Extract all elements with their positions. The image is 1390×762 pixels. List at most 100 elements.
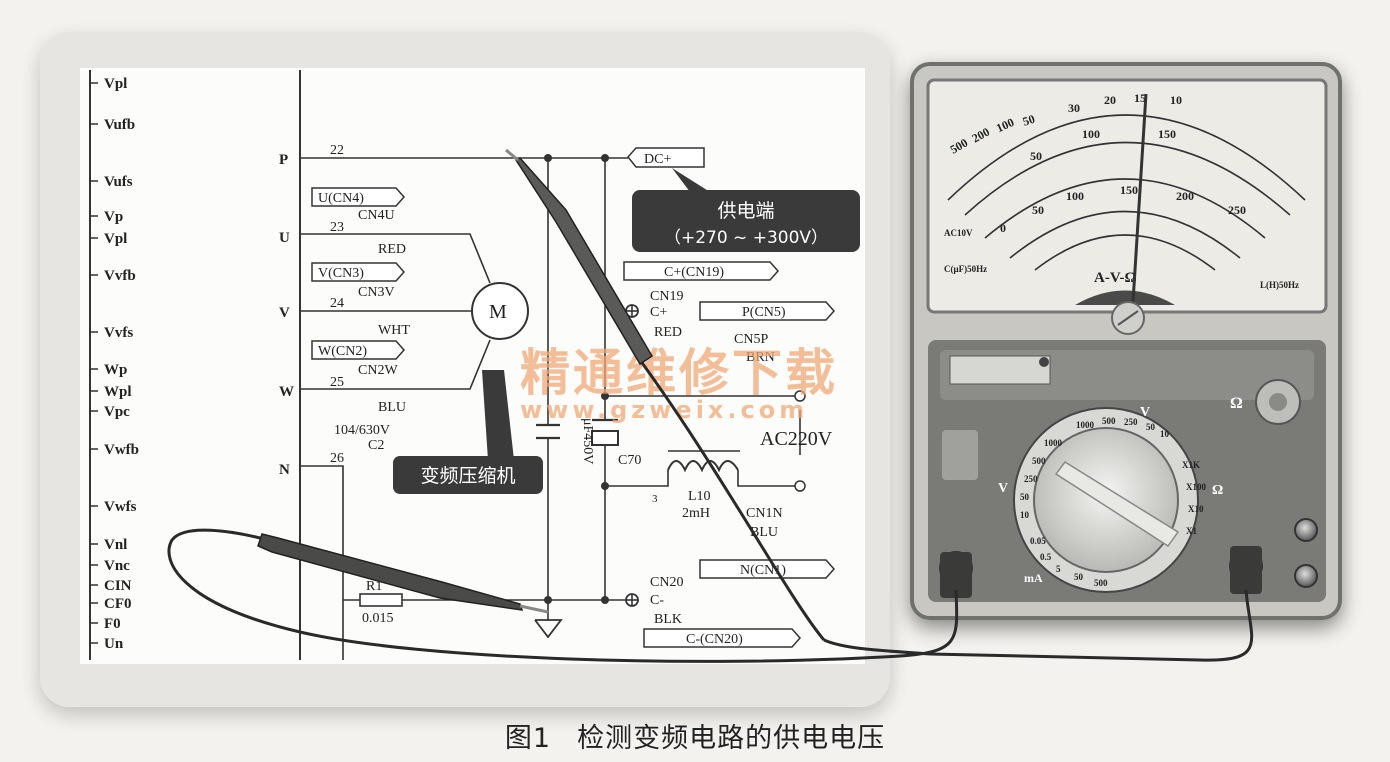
meter-needle xyxy=(1131,93,1148,303)
label-brn: BRN xyxy=(746,350,775,365)
label-cn4u: CN4U xyxy=(358,208,395,223)
red-probe[interactable] xyxy=(514,157,654,366)
label-red: RED xyxy=(378,242,406,257)
label-cn20: CN20 xyxy=(650,575,683,590)
dial-ma-label: 500 xyxy=(1094,578,1108,588)
label-l10-pin: 3 xyxy=(652,493,658,505)
pin-label: Vufb xyxy=(104,117,135,133)
multimeter: 30 20 15 10 500 200 100 50 100 150 50 0 … xyxy=(910,62,1342,620)
label-l-scale: L(H)50Hz xyxy=(1260,280,1299,290)
label-red2: RED xyxy=(654,325,682,340)
scale-top-label: 15 xyxy=(1134,91,1146,105)
pin-label: Vpl xyxy=(104,76,127,92)
label-wht: WHT xyxy=(378,323,410,338)
compressor-callout: 变频压缩机 xyxy=(393,370,543,494)
tag-w-cn2: W(CN2) xyxy=(318,344,367,359)
tag-p-cn5: P(CN5) xyxy=(742,305,786,320)
pin-label: Vufs xyxy=(104,174,133,190)
label-ac10v: AC10V xyxy=(944,228,973,238)
compressor-callout-label: 变频压缩机 xyxy=(420,465,515,487)
scale-acv-label: 150 xyxy=(1120,183,1138,197)
dial-ma-label: 5 xyxy=(1056,564,1061,574)
dial-ohm-label: X1K xyxy=(1182,460,1200,470)
dial-ma-marker: mA xyxy=(1024,571,1043,585)
supply-callout: 供电端 （+270 ~ +300V） xyxy=(632,168,860,252)
label-blk: BLK xyxy=(654,612,682,627)
scale-acv-label: 50 xyxy=(1032,203,1044,217)
label-c-plus: C+ xyxy=(650,305,667,320)
figure-number: 图1 xyxy=(504,723,552,754)
pin-number: 22 xyxy=(330,143,344,158)
ohm-adjust-symbol: Ω xyxy=(1230,395,1243,412)
tag-dc-plus: DC+ xyxy=(644,152,671,167)
dial-v-left-label: 10 xyxy=(1020,510,1030,520)
label-cn5p: CN5P xyxy=(734,332,768,347)
label-ac220v: AC220V xyxy=(760,428,833,450)
label-cn19: CN19 xyxy=(650,289,683,304)
pin-label: Vvfb xyxy=(104,268,136,284)
pin-label: Vwfb xyxy=(104,442,139,458)
label-l10: L10 xyxy=(688,489,711,504)
tag-u-cn4: U(CN4) xyxy=(318,191,364,206)
label-cn2w: CN2W xyxy=(358,363,398,378)
pin-p: P xyxy=(279,152,288,168)
aux-jack[interactable] xyxy=(1294,564,1318,588)
dial-v-left-label: 1000 xyxy=(1044,438,1063,448)
scale-top-label: 30 xyxy=(1068,101,1080,115)
dial-ma-label: 50 xyxy=(1074,572,1084,582)
pin-label: Vwfs xyxy=(104,499,137,515)
pin-label: Vpc xyxy=(104,404,130,420)
tag-c-plus-cn19: C+(CN19) xyxy=(664,265,724,280)
range-selector[interactable] xyxy=(1013,407,1199,593)
scale-ohm-label: 50 xyxy=(1021,112,1037,129)
pin-label: Un xyxy=(104,636,124,652)
scale-mid-label: 100 xyxy=(1082,127,1100,141)
label-cn3v: CN3V xyxy=(358,285,395,300)
label-blu: BLU xyxy=(378,400,406,415)
black-probe[interactable] xyxy=(257,533,524,611)
supply-callout-range: （+270 ~ +300V） xyxy=(664,228,828,248)
label-cap-scale: C(μF)50Hz xyxy=(944,264,987,274)
scale-top-label: 20 xyxy=(1104,93,1116,107)
dial-ohm-label: X1 xyxy=(1186,526,1197,536)
dial-v-left-marker: V xyxy=(998,481,1008,496)
label-r1: R1 xyxy=(366,579,382,594)
scale-acv-label: 0 xyxy=(1000,221,1006,235)
tag-c-minus-cn20: C-(CN20) xyxy=(686,632,743,647)
dial-v-left-label: 50 xyxy=(1020,492,1030,502)
dial-v-left-label: 250 xyxy=(1024,474,1038,484)
pin-label: CIN xyxy=(104,578,132,594)
pin-number: 26 xyxy=(330,451,344,466)
tag-v-cn3: V(CN3) xyxy=(318,266,364,281)
label-cn1n: CN1N xyxy=(746,506,783,521)
pin-label: Vp xyxy=(104,209,123,225)
label-cap-c2: 104/630V xyxy=(334,423,390,438)
scale-acv-label: 100 xyxy=(1066,189,1084,203)
scale-ohm-label: 100 xyxy=(994,115,1016,135)
dial-v-label: 50 xyxy=(1146,422,1156,432)
scale-top-label: 10 xyxy=(1170,93,1182,107)
schematic: Vpl Vufb Vufs Vp Vpl Vvfb Vvfs Wp Wpl Vp… xyxy=(40,32,890,707)
dial-ohm-label: X10 xyxy=(1188,504,1204,514)
motor-symbol xyxy=(471,282,529,340)
aux-jack[interactable] xyxy=(1294,518,1318,542)
label-c70: C70 xyxy=(618,453,641,468)
motor-label: M xyxy=(489,301,507,323)
pin-label: F0 xyxy=(104,616,121,632)
pin-label: Wpl xyxy=(104,384,132,400)
pin-label: Wp xyxy=(104,362,127,378)
figure-caption: 图1 检测变频电路的供电电压 xyxy=(0,716,1390,755)
dial-ohm-label: X100 xyxy=(1186,482,1206,492)
scale-acv-label: 250 xyxy=(1228,203,1246,217)
label-c-minus: C- xyxy=(650,593,664,608)
display-window xyxy=(949,355,1051,385)
figure-title: 检测变频电路的供电电压 xyxy=(577,723,886,754)
label-c2: C2 xyxy=(368,438,384,453)
pin-n: N xyxy=(279,462,290,478)
pin-label: CF0 xyxy=(104,596,132,612)
dial-v-label: 1000 xyxy=(1076,420,1095,430)
dial-v-left-label: 500 xyxy=(1032,456,1046,466)
ic-left-pins: Vpl Vufb Vufs Vp Vpl Vvfb Vvfs Wp Wpl Vp… xyxy=(104,76,139,652)
supply-callout-title: 供电端 xyxy=(717,200,774,222)
